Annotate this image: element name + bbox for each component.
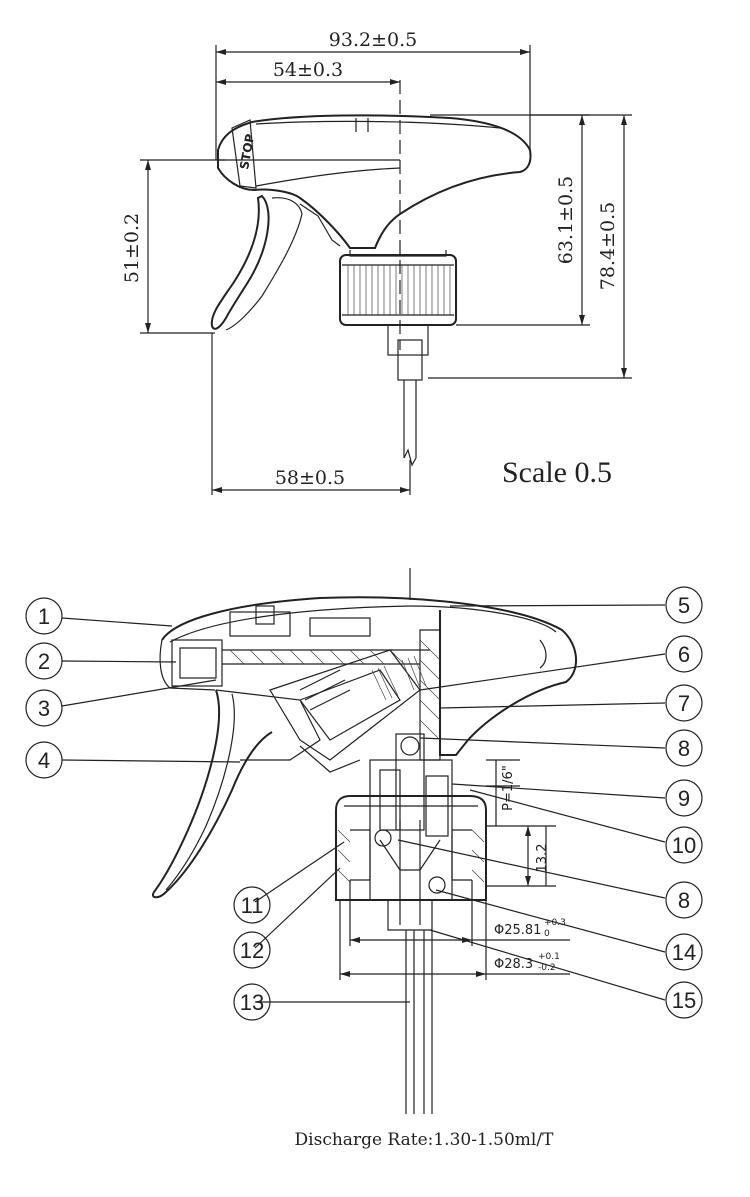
dim-total-height: 78.4±0.5 <box>597 202 619 290</box>
svg-text:8: 8 <box>678 736 690 761</box>
svg-text:13: 13 <box>240 990 264 1015</box>
closure-ribs <box>347 265 451 315</box>
svg-text:12: 12 <box>240 938 264 963</box>
side-view: 93.2±0.5 54±0.3 STOP <box>121 29 632 495</box>
section-view: P=1/6" 13.2 Φ25.81 +0.3 0 Φ28.3 +0.1 -0.… <box>61 568 666 1114</box>
svg-text:14: 14 <box>672 940 696 965</box>
dim-nozzle-to-axis: 54±0.3 <box>273 59 343 81</box>
dim-outer-tol-upper: +0.1 <box>538 952 560 962</box>
dim-outer-tol-lower: -0.2 <box>538 963 556 973</box>
dim-head-height: 63.1±0.5 <box>555 176 577 264</box>
callout-10: 10 <box>665 826 703 864</box>
dim-trigger-height: 51±0.2 <box>121 213 143 283</box>
callout-9: 9 <box>665 779 703 817</box>
svg-text:3: 3 <box>38 696 50 721</box>
callout-6: 6 <box>665 635 703 673</box>
callout-13: 13 <box>233 983 271 1021</box>
svg-text:11: 11 <box>241 893 264 918</box>
svg-text:1: 1 <box>38 604 50 629</box>
callouts: 1 2 3 4 5 6 7 8 9 10 8 11 12 13 14 15 <box>25 586 703 1021</box>
dim-outer-diameter: Φ28.3 <box>494 957 533 972</box>
body-hatch <box>229 649 405 665</box>
callout-7: 7 <box>665 684 703 722</box>
callout-3: 3 <box>25 689 63 727</box>
stop-label: STOP <box>237 133 257 171</box>
callout-8-upper: 8 <box>665 729 703 767</box>
callout-12: 12 <box>233 931 271 969</box>
dim-overall-width: 93.2±0.5 <box>329 29 417 51</box>
svg-text:6: 6 <box>678 642 690 667</box>
svg-text:2: 2 <box>38 649 50 674</box>
svg-text:5: 5 <box>678 593 690 618</box>
svg-text:9: 9 <box>678 786 690 811</box>
callout-2: 2 <box>25 642 63 680</box>
discharge-rate: Discharge Rate:1.30-1.50ml/T <box>295 1130 555 1150</box>
leader-lines <box>61 604 666 1003</box>
callout-1: 1 <box>25 597 63 635</box>
dim-trigger-to-axis: 58±0.5 <box>275 467 345 489</box>
svg-text:15: 15 <box>672 988 696 1013</box>
dim-inner-tol-upper: +0.3 <box>544 918 566 928</box>
callout-14: 14 <box>665 933 703 971</box>
svg-text:10: 10 <box>672 833 696 858</box>
callout-15: 15 <box>665 981 703 1019</box>
callout-11: 11 <box>233 886 271 924</box>
dim-thread-length: 13.2 <box>535 844 550 873</box>
dim-inner-diameter: Φ25.81 <box>494 923 541 938</box>
callout-4: 4 <box>25 741 63 779</box>
scale-label: Scale 0.5 <box>502 456 612 489</box>
callout-5: 5 <box>665 586 703 624</box>
spring <box>371 655 427 701</box>
svg-text:7: 7 <box>678 691 690 716</box>
svg-text:4: 4 <box>38 748 50 773</box>
dim-inner-tol-lower: 0 <box>544 929 550 939</box>
svg-text:8: 8 <box>678 888 690 913</box>
callout-8-lower: 8 <box>665 881 703 919</box>
